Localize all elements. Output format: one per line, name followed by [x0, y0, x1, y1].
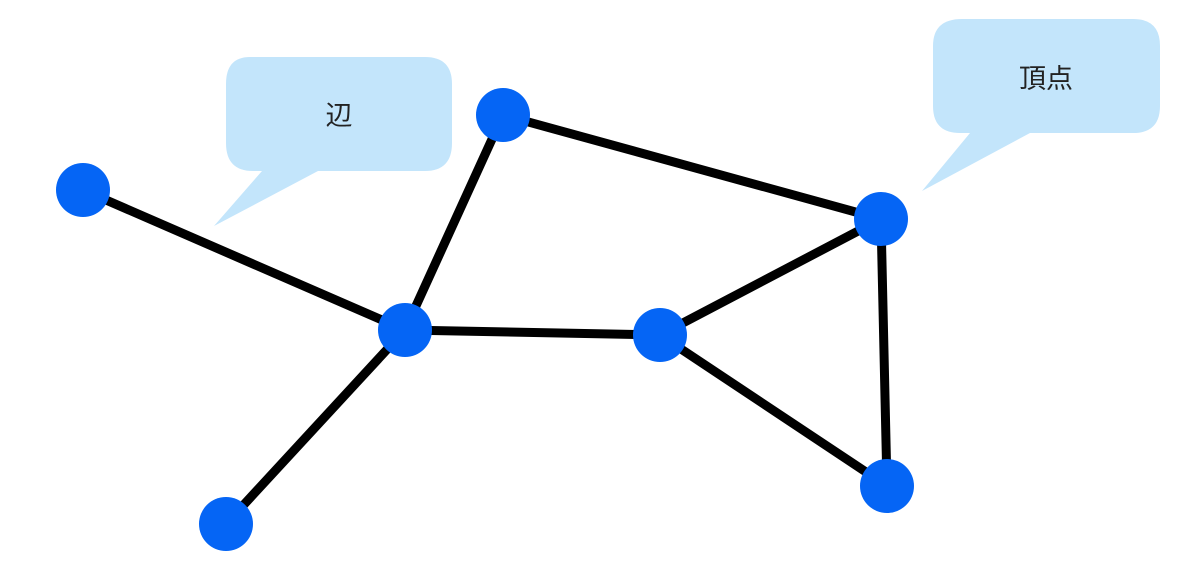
edge-callout-shape [214, 57, 452, 226]
vertex-v3 [378, 303, 432, 357]
edge-v5-v6 [876, 214, 892, 491]
vertex-v2 [476, 88, 530, 142]
edge-v3-v7 [221, 325, 410, 529]
edge-v2-v5 [498, 110, 886, 224]
vertex-callout-shape [922, 19, 1160, 191]
vertex-v5 [854, 192, 908, 246]
edge-callout: 辺 [214, 57, 452, 226]
vertex-v6 [860, 459, 914, 513]
edge-v2-v3 [400, 110, 508, 335]
edge-callout-label: 辺 [326, 101, 353, 132]
edge-v3-v4 [400, 325, 665, 340]
vertex-callout-label: 頂点 [1019, 64, 1073, 95]
vertex-callout: 頂点 [922, 19, 1160, 191]
vertex-v7 [199, 497, 253, 551]
graph-edges [78, 110, 892, 529]
edge-v1-v3 [78, 185, 410, 335]
edge-v4-v5 [655, 214, 886, 340]
vertex-v4 [633, 308, 687, 362]
graph-vertices [56, 88, 914, 551]
edge-v4-v6 [655, 330, 892, 491]
vertex-v1 [56, 163, 110, 217]
